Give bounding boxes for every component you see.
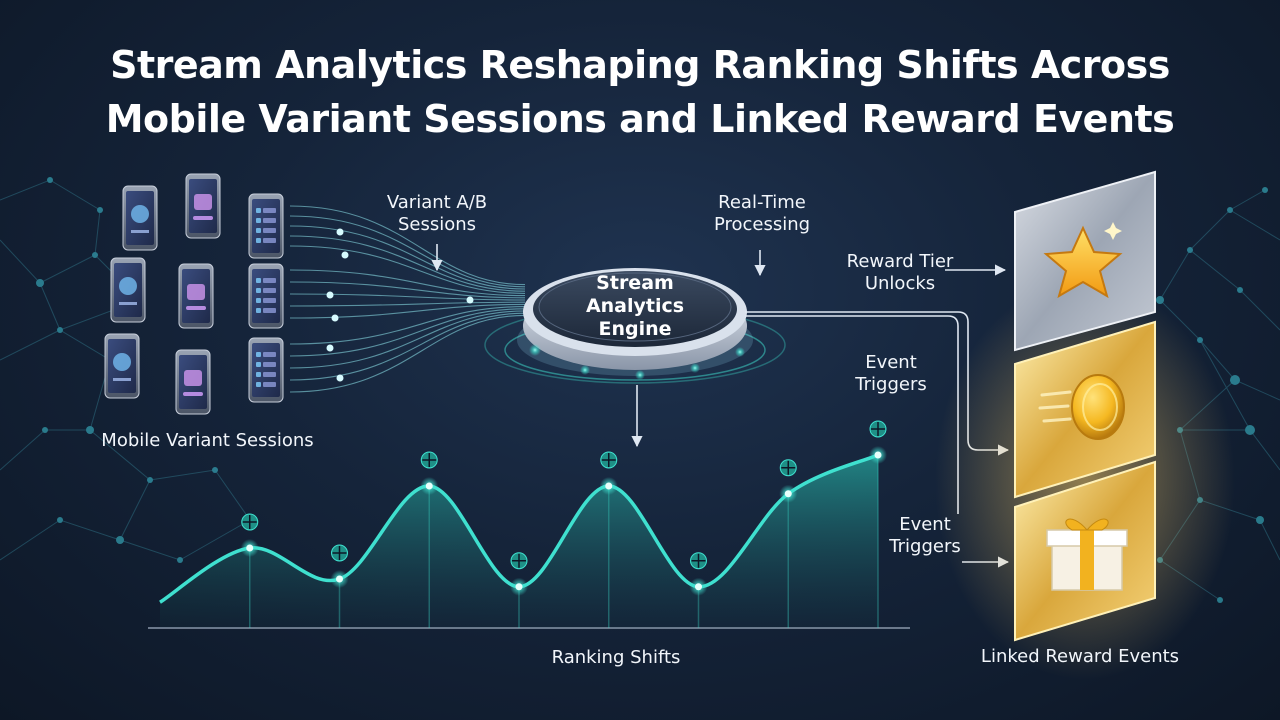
variant-ab-sessions-label: Variant A/B Sessions — [386, 192, 488, 235]
ranking-marker-icon — [510, 552, 528, 570]
reward-card-gift — [1014, 460, 1156, 642]
fiber-node — [466, 296, 474, 304]
linked-reward-events-label: Linked Reward Events — [980, 646, 1180, 667]
event-triggers-label-2: Event Triggers — [889, 514, 961, 557]
stream-analytics-engine — [484, 268, 786, 384]
ranking-point-core — [425, 482, 433, 490]
ranking-point-core — [874, 451, 882, 459]
session-fiber — [289, 314, 526, 393]
page-title: Stream Analytics Reshaping Ranking Shift… — [0, 38, 1280, 146]
session-fiber — [289, 312, 526, 381]
phone-icon — [248, 263, 284, 329]
ranking-marker-icon — [331, 544, 348, 562]
ranking-point-core — [336, 575, 343, 583]
fiber-node — [336, 228, 344, 236]
real-time-processing-label: Real-Time Processing — [713, 192, 811, 235]
ranking-marker-icon — [869, 420, 887, 438]
coin-icon — [1038, 374, 1125, 440]
reward-cards — [935, 170, 1235, 680]
ranking-area — [160, 455, 878, 628]
fiber-node — [331, 314, 339, 322]
reward-tier-unlocks-label: Reward Tier Unlocks — [846, 251, 954, 294]
fiber-node — [326, 344, 334, 352]
session-fiber — [289, 235, 526, 292]
fiber-node — [341, 251, 349, 259]
ranking-point-core — [695, 583, 702, 591]
session-fiber — [289, 269, 526, 297]
fiber-node — [336, 374, 344, 382]
session-fiber — [289, 308, 526, 357]
ranking-point-core — [605, 482, 613, 490]
ranking-marker-icon — [600, 451, 618, 469]
session-fiber — [289, 245, 526, 294]
session-fiber — [289, 205, 526, 286]
session-fiber — [289, 310, 526, 369]
ranking-marker-icon — [420, 451, 438, 469]
event-triggers-label-1: Event Triggers — [855, 352, 927, 395]
reward-card-coin — [1014, 320, 1156, 499]
session-fiber — [289, 225, 526, 290]
ranking-point-core — [246, 544, 254, 552]
phone-icon — [122, 185, 158, 251]
title-line-1: Stream Analytics Reshaping Ranking Shift… — [110, 43, 1170, 87]
ranking-marker-icon — [779, 459, 797, 477]
ranking-point-core — [515, 583, 523, 591]
session-fiber — [289, 215, 526, 288]
session-fibers — [289, 205, 526, 393]
reward-card-tier — [1014, 170, 1156, 352]
star-icon — [1043, 222, 1123, 299]
session-fiber — [289, 303, 526, 319]
mobile-variant-sessions-group — [104, 173, 284, 415]
ranking-shifts-chart — [148, 420, 910, 629]
phone-icon — [110, 257, 146, 323]
phone-icon — [248, 337, 284, 403]
ranking-shifts-label: Ranking Shifts — [551, 647, 681, 668]
phone-icon — [104, 333, 140, 399]
title-line-2: Mobile Variant Sessions and Linked Rewar… — [105, 97, 1175, 141]
engine-label: Stream Analytics Engine — [585, 272, 685, 340]
phone-icon — [248, 193, 284, 259]
gift-icon — [1046, 518, 1128, 591]
phone-icon — [175, 349, 211, 415]
mobile-variant-sessions-label: Mobile Variant Sessions — [101, 430, 314, 451]
session-fiber — [289, 281, 526, 299]
session-fiber — [289, 301, 526, 307]
fiber-node — [326, 291, 334, 299]
ranking-marker-icon — [241, 513, 259, 531]
ranking-point-core — [784, 490, 792, 498]
phone-icon — [185, 173, 221, 239]
phone-icon — [178, 263, 214, 329]
ranking-marker-icon — [690, 552, 707, 570]
session-fiber — [289, 306, 526, 345]
